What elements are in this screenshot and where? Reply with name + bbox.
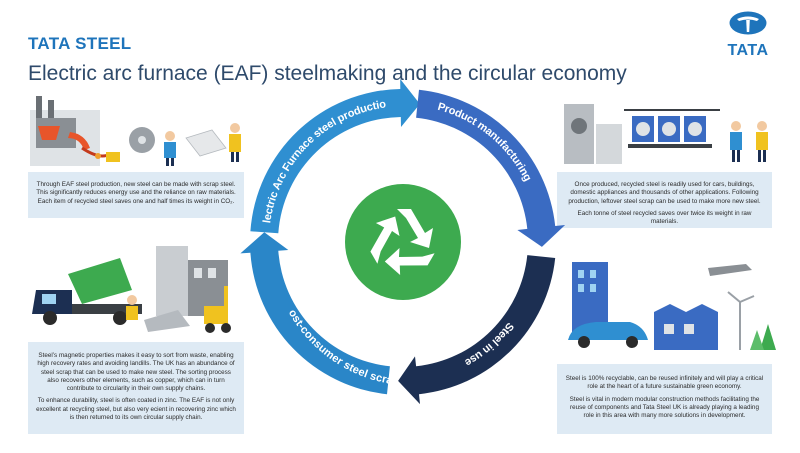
panel-top-left-text: Through EAF steel production, new steel …	[36, 181, 236, 210]
steel-in-use-illustration	[568, 262, 776, 350]
stage-arc-product-manufacturing	[416, 89, 566, 247]
svg-text:Post-consumer steel scrap: Post-consumer steel scrap	[0, 0, 394, 387]
brand-wordmark: TATA STEEL	[28, 34, 132, 53]
stage-arc-eaf-production	[250, 79, 420, 234]
panel-paragraph: Once produced, recycled steel is readily…	[568, 181, 761, 205]
panel-bottom-right: Steel is 100% recyclable, can be reused …	[557, 364, 772, 434]
panel-bottom-left: Steel’s magnetic properties makes it eas…	[28, 342, 244, 434]
panel-bottom-right-text: Steel is 100% recyclable, can be reused …	[565, 375, 764, 424]
panel-paragraph: Steel’s magnetic properties makes it eas…	[37, 352, 235, 393]
panel-top-right-text: Once produced, recycled steel is readily…	[565, 181, 764, 230]
page-title: Electric arc furnace (EAF) steelmaking a…	[28, 62, 627, 85]
stage-arc-post-consumer-scrap	[240, 232, 390, 395]
eaf-furnace-illustration	[30, 96, 241, 166]
panel-bottom-left-text: Steel’s magnetic properties makes it eas…	[36, 352, 236, 426]
stage-label-post-consumer-scrap: Post-consumer steel scrap	[0, 0, 394, 387]
tata-logo-word: TATA	[727, 42, 769, 59]
panel-top-right: Once produced, recycled steel is readily…	[557, 172, 772, 228]
panel-paragraph: Each tonne of steel recycled saves over …	[577, 209, 752, 226]
panel-paragraph: Steel is 100% recyclable, can be reused …	[565, 375, 764, 391]
panel-paragraph: To enhance durability, steel is often co…	[36, 397, 236, 422]
recycle-icon	[345, 184, 461, 300]
panel-paragraph: Through EAF steel production, new steel …	[36, 181, 236, 205]
tata-logo: TATA	[722, 10, 774, 60]
tata-emblem-icon	[729, 11, 767, 35]
panel-paragraph: Steel is vital in modern modular constru…	[569, 395, 760, 420]
panel-top-left: Through EAF steel production, new steel …	[28, 172, 244, 218]
manufacturing-illustration	[564, 104, 768, 164]
scrap-collection-illustration	[32, 246, 231, 333]
stage-arc-steel-in-use	[398, 255, 556, 405]
